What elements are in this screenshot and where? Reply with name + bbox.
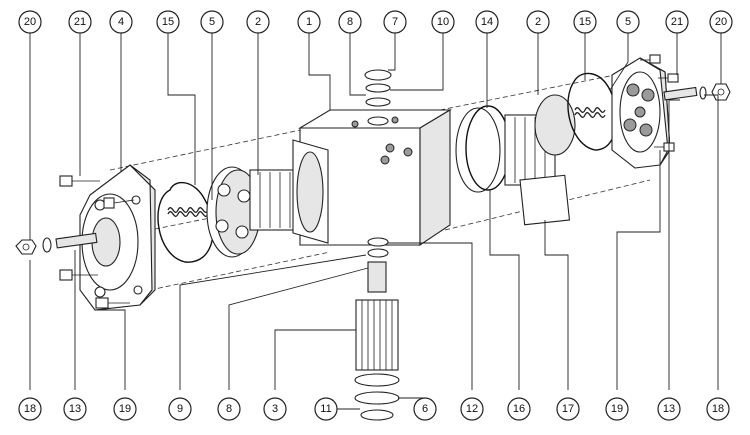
callout-top-5: 5 [200,10,224,34]
svg-text:17: 17 [562,403,574,415]
callout-bottom-6: 6 [413,397,437,421]
callout-top-20-right: 20 [709,10,733,34]
actuator-body [292,109,452,247]
svg-text:7: 7 [392,16,398,28]
right-seals [455,105,511,193]
svg-text:15: 15 [162,16,174,28]
callout-bottom-9: 9 [168,397,192,421]
svg-text:6: 6 [422,403,428,415]
callout-bottom-16: 16 [507,397,531,421]
svg-text:19: 19 [611,403,623,415]
callout-top-15-right: 15 [573,10,597,34]
right-end-cap [611,57,671,169]
right-piston [504,94,576,226]
svg-text:8: 8 [226,403,232,415]
callout-top-21: 21 [68,10,92,34]
callout-top-2-right: 2 [526,10,550,34]
left-bolts [59,175,135,309]
left-end-cap [79,164,156,311]
svg-text:16: 16 [513,403,525,415]
svg-text:13: 13 [663,403,675,415]
svg-text:9: 9 [177,403,183,415]
callout-top-10: 10 [431,10,455,34]
right-spring-and-seal [567,72,617,151]
svg-text:12: 12 [466,403,478,415]
left-piston [206,166,306,258]
callout-bottom-19-right: 19 [605,397,629,421]
svg-text:20: 20 [715,16,727,28]
svg-text:15: 15 [579,16,591,28]
svg-text:13: 13 [69,403,81,415]
svg-text:5: 5 [209,16,215,28]
svg-text:14: 14 [481,16,493,28]
callout-top-4: 4 [109,10,133,34]
svg-text:8: 8 [347,16,353,28]
callout-top-20: 20 [18,10,42,34]
callout-top-21-right: 21 [665,10,689,34]
svg-text:5: 5 [625,16,631,28]
left-nut-washer-stud [15,232,98,255]
svg-text:18: 18 [24,403,36,415]
callout-top-1: 1 [297,10,321,34]
svg-text:11: 11 [320,403,331,415]
svg-text:2: 2 [255,16,261,28]
callout-top-14: 14 [475,10,499,34]
callout-bottom-17: 17 [556,397,580,421]
pinion-shaft [354,237,400,421]
callout-bottom-18: 18 [18,397,42,421]
callout-bottom-12: 12 [460,397,484,421]
svg-text:4: 4 [118,16,124,28]
svg-text:18: 18 [712,403,724,415]
callout-bottom-13-right: 13 [657,397,681,421]
svg-text:21: 21 [74,16,86,28]
svg-text:10: 10 [437,16,449,28]
leader-lines [29,33,722,410]
svg-text:21: 21 [671,16,683,28]
callout-top-5-right: 5 [616,10,640,34]
svg-text:1: 1 [306,16,312,28]
svg-text:20: 20 [24,16,36,28]
svg-text:3: 3 [272,403,278,415]
right-nut-washer-stud [663,83,731,101]
callout-top-7: 7 [383,10,407,34]
callout-bottom-18-right: 18 [706,397,730,421]
callout-bottom-8: 8 [217,397,241,421]
svg-text:2: 2 [535,16,541,28]
top-circlip-and-washers [364,69,392,107]
callout-top-15: 15 [156,10,180,34]
callout-bottom-3: 3 [263,397,287,421]
callout-top-8: 8 [338,10,362,34]
callout-top-2: 2 [246,10,270,34]
callout-bottom-19: 19 [113,397,137,421]
svg-text:19: 19 [119,403,131,415]
callout-bottom-13: 13 [63,397,87,421]
callout-bottom-11: 11 [314,397,338,421]
